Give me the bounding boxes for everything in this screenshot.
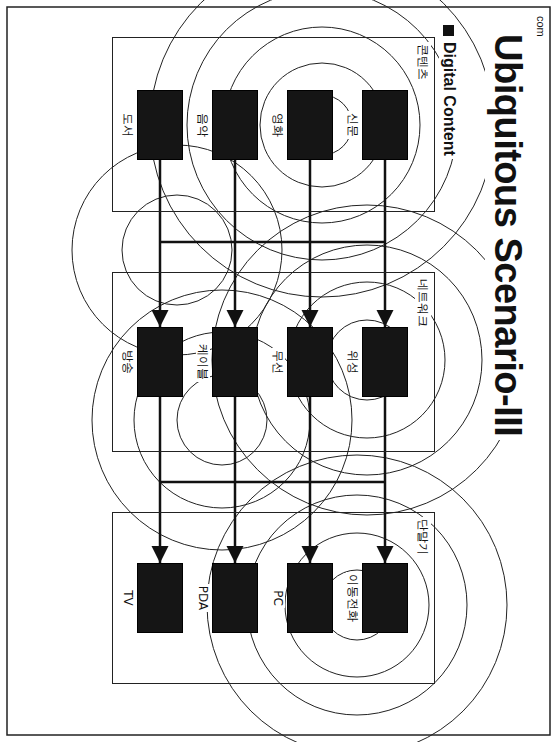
media-thumbnail [212, 90, 258, 160]
flow-arrow [309, 397, 312, 563]
item-label: 신문 [346, 111, 360, 139]
item-label: 방송 [121, 348, 135, 376]
item-label: PDA [196, 584, 210, 612]
flow-arrow [384, 160, 387, 327]
item-label: 위성 [346, 348, 360, 376]
flow-arrow [234, 397, 237, 563]
media-thumbnail [362, 90, 408, 160]
item-label: 케이블 [196, 342, 210, 382]
bullet-square [444, 25, 455, 36]
flow-arrow [159, 160, 162, 327]
item-label: 음악 [196, 111, 210, 139]
media-item: TV [121, 563, 183, 633]
media-item: 영화 [271, 90, 333, 160]
item-label: TV [121, 588, 135, 608]
media-item: 방송 [121, 327, 183, 397]
media-thumbnail [137, 327, 183, 397]
media-thumbnail [362, 563, 408, 633]
group-box: 콘텐츠신문 영화 음악 도서 [112, 37, 435, 212]
media-item: 도서 [121, 90, 183, 160]
media-item: PDA [196, 563, 258, 633]
item-label: 영화 [271, 111, 285, 139]
media-thumbnail [287, 563, 333, 633]
flow-arrow [309, 160, 312, 327]
media-thumbnail [137, 563, 183, 633]
item-label: 도서 [121, 111, 135, 139]
media-item: 케이블 [196, 327, 258, 397]
item-label: 무선 [271, 348, 285, 376]
section-label: Digital Content [439, 42, 459, 156]
media-thumbnail [287, 90, 333, 160]
item-label: PC [271, 588, 285, 608]
media-item: 위성 [346, 327, 408, 397]
media-item: 무선 [271, 327, 333, 397]
media-item: 신문 [346, 90, 408, 160]
slide-title: Ubiquitous Scenario-III [485, 30, 531, 440]
media-thumbnail [287, 327, 333, 397]
item-label: 이동전화 [346, 572, 360, 624]
bullet-row: Digital Content [439, 22, 459, 159]
watermark: com [534, 14, 547, 39]
group-box: 단말기이동전화 PC PDA TV [112, 512, 435, 684]
media-thumbnail [362, 327, 408, 397]
media-thumbnail [212, 563, 258, 633]
flow-arrow [159, 397, 162, 563]
media-item: 음악 [196, 90, 258, 160]
media-item: PC [271, 563, 333, 633]
flow-arrow [234, 160, 237, 327]
media-item: 이동전화 [346, 563, 408, 633]
media-thumbnail [137, 90, 183, 160]
group-heading: 콘텐츠 [415, 42, 431, 82]
group-heading: 네트워크 [415, 277, 431, 329]
group-box: 네트워크위성 무선 케이블 방송 [112, 272, 435, 452]
flow-arrow [384, 397, 387, 563]
media-thumbnail [212, 327, 258, 397]
group-heading: 단말기 [415, 517, 431, 557]
